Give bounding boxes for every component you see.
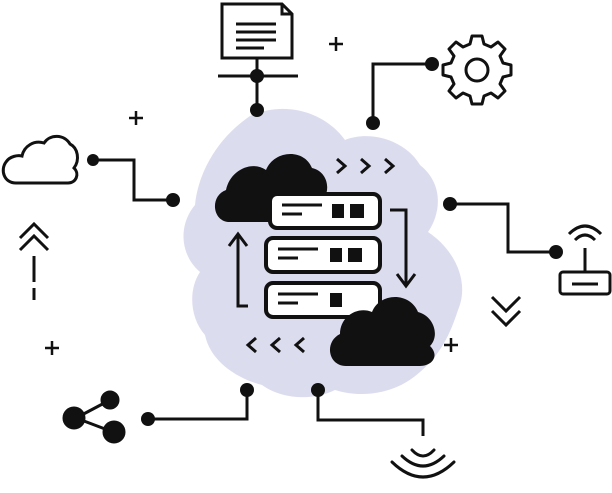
chevrons-up-icon: [18, 221, 50, 252]
arrow-down-icon: [390, 208, 417, 289]
node-dot: [250, 103, 264, 117]
chevrons-left-icon: [245, 336, 305, 354]
server-unit: [268, 192, 382, 230]
connection-nodes: [87, 57, 563, 426]
plus-icon: [45, 341, 59, 355]
server-unit: [264, 236, 382, 274]
node-dot: [425, 57, 439, 71]
node-dot: [443, 197, 457, 211]
arrow-up-icon: [227, 231, 249, 308]
plus-icon: [444, 338, 458, 352]
document-network-icon: [218, 2, 298, 83]
node-dot: [366, 116, 380, 130]
chevrons-down-icon: [490, 295, 522, 328]
plus-icons: [45, 37, 458, 355]
node-dot: [549, 245, 563, 259]
server-unit: [264, 281, 382, 319]
node-dot: [311, 383, 325, 397]
node-dot: [141, 412, 155, 426]
connection-lines: [93, 62, 556, 436]
gear-icon: [441, 34, 513, 106]
share-icon: [62, 390, 126, 444]
node-dot: [166, 193, 180, 207]
cloud-filled-icon: [329, 297, 435, 366]
plus-icon: [329, 37, 343, 51]
node-dot: [240, 383, 254, 397]
plus-icon: [129, 111, 143, 125]
chevrons-right-icon: [336, 157, 396, 175]
node-dot: [87, 154, 99, 166]
wifi-signal-icon: [390, 448, 456, 479]
cloud-outline-icon: [1, 134, 79, 185]
server-rack-icon: [264, 192, 382, 319]
router-icon: [558, 224, 612, 296]
